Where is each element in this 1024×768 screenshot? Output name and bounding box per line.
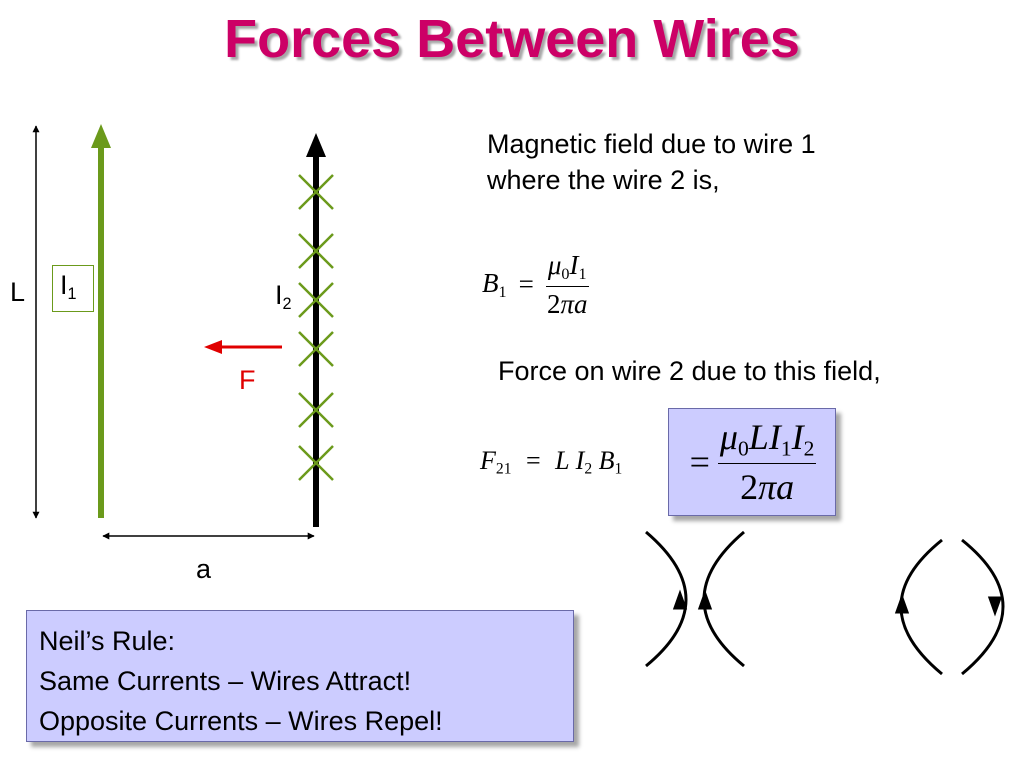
field-cross — [298, 174, 334, 210]
length-label: L — [10, 277, 26, 307]
force-result-box — [668, 408, 836, 516]
wire-2-label: I2 — [275, 280, 292, 313]
wire-1-label-box — [52, 265, 94, 312]
field-equation: B1 = μ0I1 2πa — [482, 250, 589, 319]
wire-1-label: I1 — [60, 270, 77, 303]
field-description: Magnetic field due to wire 1 where the w… — [487, 126, 816, 198]
wire-2 — [306, 133, 326, 527]
attracting-wires-sketch — [645, 530, 745, 668]
field-cross — [298, 233, 334, 269]
field-cross — [298, 331, 334, 367]
rule-title: Neil’s Rule: — [39, 626, 176, 656]
rule-opposite-currents: Opposite Currents – Wires Repel! — [39, 706, 443, 736]
force-label: F — [239, 365, 256, 395]
rule-same-currents: Same Currents – Wires Attract! — [39, 666, 412, 696]
magnetic-field-crosses — [298, 174, 334, 481]
repelling-wires-sketch — [894, 538, 1005, 676]
field-cross — [298, 392, 334, 428]
field-description-line-1: Magnetic field due to wire 1 — [487, 129, 816, 159]
force-equation: F21 = L I2 B1 — [480, 446, 623, 478]
field-cross — [298, 282, 334, 318]
page-title: Forces Between Wires — [224, 9, 800, 69]
field-description-line-2: where the wire 2 is, — [487, 165, 720, 195]
separation-label: a — [196, 554, 212, 584]
neils-rule-box: Neil’s Rule: Same Currents – Wires Attra… — [26, 610, 574, 742]
force-result-fraction: μ0LI1I2 2πa — [717, 416, 817, 508]
force-arrow — [204, 340, 282, 354]
wire-1 — [91, 124, 111, 518]
field-cross — [298, 445, 334, 481]
force-result-equation: = μ0LI1I2 2πa — [689, 416, 817, 508]
force-description: Force on wire 2 due to this field, — [498, 356, 881, 386]
field-equation-fraction: μ0I1 2πa — [545, 250, 589, 319]
